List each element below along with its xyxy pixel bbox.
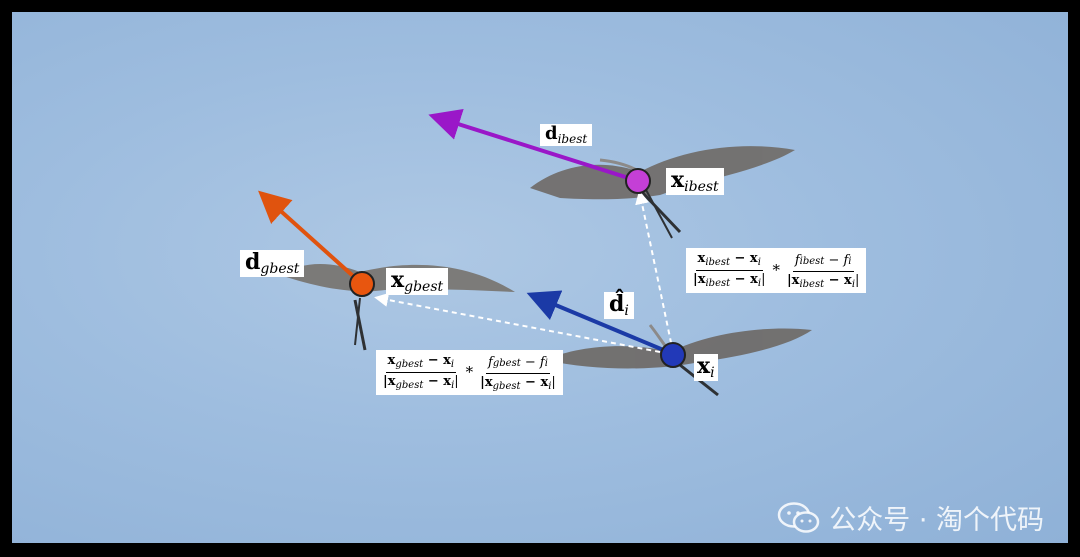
point-x-ibest bbox=[626, 169, 650, 193]
multiply-op: * bbox=[466, 364, 474, 381]
point-x-i bbox=[661, 343, 685, 367]
wechat-icon bbox=[777, 502, 821, 534]
label-x-i: xi bbox=[694, 354, 718, 381]
multiply-op: * bbox=[772, 262, 780, 279]
formula-gbest: xgbest − xi |xgbest − xi| * fgbest − fi … bbox=[376, 350, 563, 395]
label-x-gbest: xgbest bbox=[386, 268, 448, 295]
label-d-hat-i: d̂i bbox=[604, 292, 634, 319]
label-d-ibest: dibest bbox=[540, 124, 592, 146]
watermark: 公众号 · 淘个代码 bbox=[777, 498, 1044, 537]
image-frame bbox=[12, 12, 1068, 543]
fraction-direction-gbest: xgbest − xi |xgbest − xi| bbox=[381, 354, 461, 392]
point-x-gbest bbox=[350, 272, 374, 296]
diagram-canvas bbox=[12, 12, 1068, 543]
fraction-fitness-gbest: fgbest − fi |xgbest − xi| bbox=[478, 353, 558, 392]
formula-ibest: xibest − xi |xibest − xi| * fibest − fi … bbox=[686, 248, 866, 293]
arrow-d-ibest bbox=[436, 117, 638, 181]
fraction-direction-ibest: xibest − xi |xibest − xi| bbox=[691, 252, 767, 290]
label-x-ibest: xibest bbox=[666, 168, 724, 195]
fraction-fitness-ibest: fibest − fi |xibest − xi| bbox=[785, 251, 861, 290]
watermark-text: 公众号 · 淘个代码 bbox=[829, 498, 1044, 537]
label-d-gbest: dgbest bbox=[240, 250, 304, 277]
